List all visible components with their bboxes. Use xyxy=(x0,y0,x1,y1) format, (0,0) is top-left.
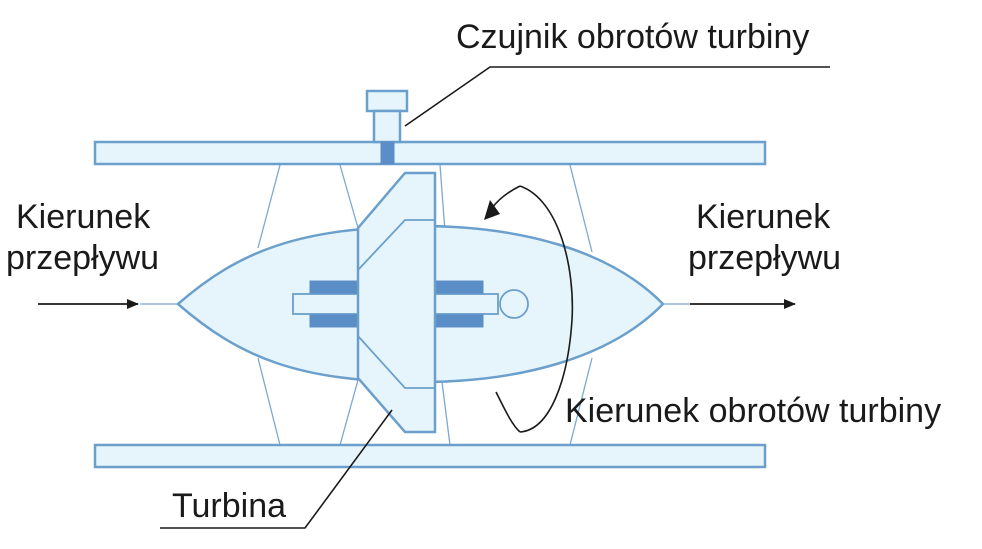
pipe-wall-bottom xyxy=(93,443,767,469)
turbine-blade xyxy=(356,171,437,434)
pipe-wall-top xyxy=(93,140,767,166)
turbine-leader-line xyxy=(160,409,393,529)
flow-out-label-line1: Kierunek xyxy=(696,198,831,236)
turbine-label: Turbina xyxy=(172,487,286,525)
sensor-label: Czujnik obrotów turbiny xyxy=(456,18,809,56)
rotation-arrow xyxy=(484,185,574,433)
flow-in-label-line2: przepływu xyxy=(6,239,159,277)
support-struts xyxy=(257,164,593,446)
shaft-end-cap xyxy=(499,289,529,319)
flow-out-label-line2: przepływu xyxy=(688,239,841,277)
rotation-label: Kierunek obrotów turbiny xyxy=(565,392,941,430)
flow-in-label-line1: Kierunek xyxy=(16,198,151,236)
sensor-leader-line xyxy=(404,66,830,127)
rotation-sensor xyxy=(365,89,409,165)
